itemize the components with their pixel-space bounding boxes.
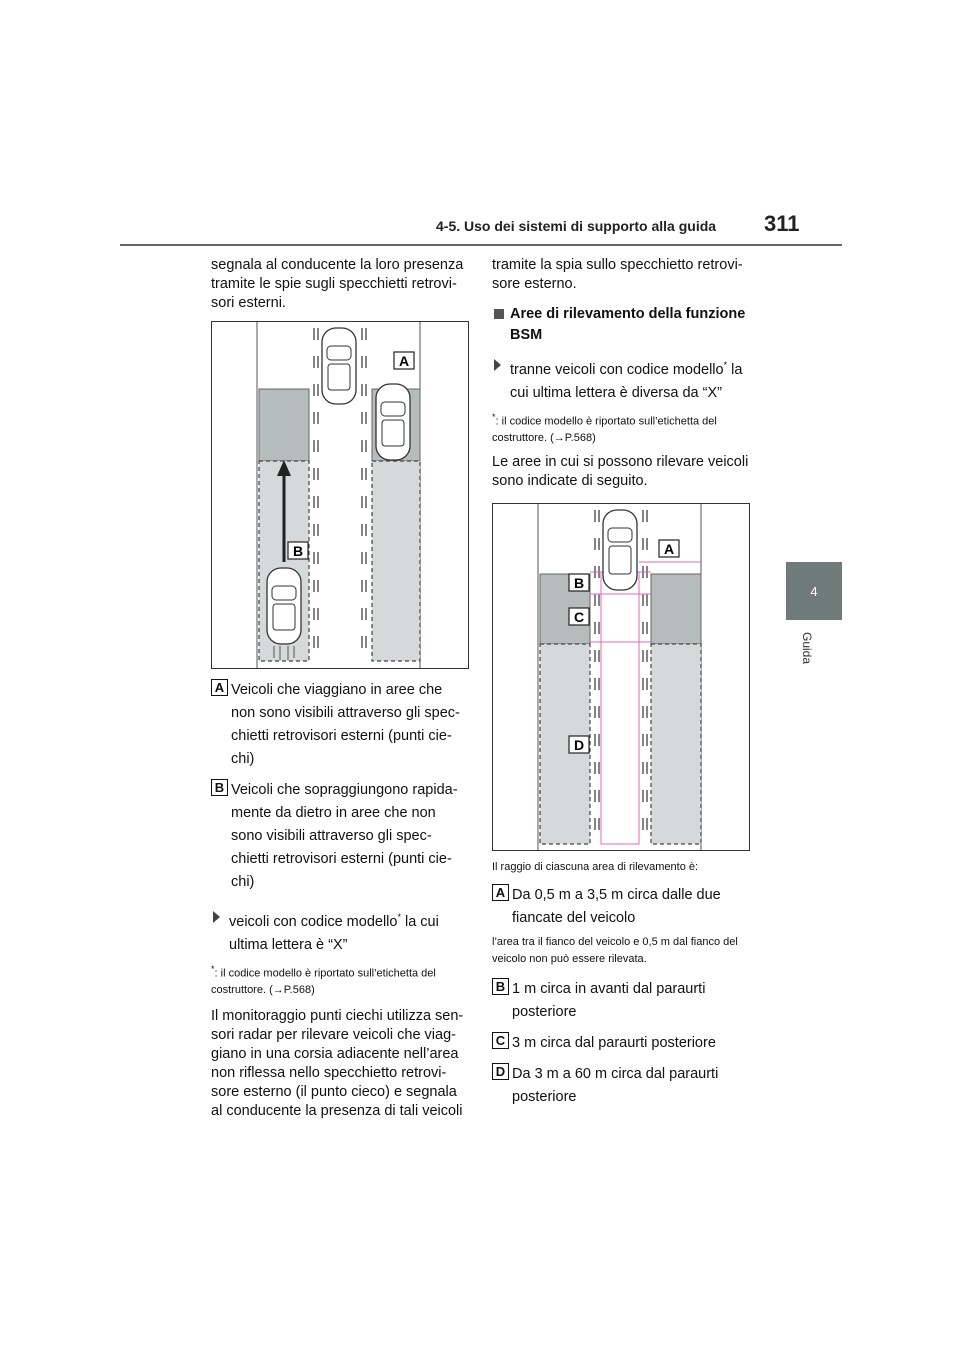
own-car xyxy=(602,509,638,592)
def-a-note: l’area tra il fianco del veicolo e 0,5 m… xyxy=(492,936,738,966)
car-rear-approaching xyxy=(266,567,302,660)
bsm-paragraph: Il monitoraggio punti ciechi utilizza se… xyxy=(211,1008,464,1120)
detection-areas-figure: A B C D xyxy=(492,503,750,852)
header-rule xyxy=(120,244,842,246)
def-a-text: Da 0,5 m a 3,5 m circa dalle due fiancat… xyxy=(512,887,721,927)
def-a: A Veicoli che viaggiano in aree che non … xyxy=(211,679,469,771)
def-a-letter: A xyxy=(211,679,228,696)
def-b-text: 1 m circa in avanti dal paraurti posteri… xyxy=(512,981,706,1021)
chapter-label: Guida xyxy=(800,632,814,665)
triangle-bullet-icon xyxy=(494,359,501,371)
def-a-text: Veicoli che viaggiano in aree che non so… xyxy=(231,682,460,767)
def-b: B Veicoli che sopraggiungono rapida-ment… xyxy=(211,779,469,894)
fig1-label-a: A xyxy=(399,353,409,369)
fig2-label-b: B xyxy=(574,575,584,591)
zone-right-far xyxy=(650,643,702,846)
right-column: tramite la spia sullo specchietto retrov… xyxy=(492,256,750,1109)
def-b-letter: B xyxy=(211,779,228,796)
def-b: B 1 m circa in avanti dal paraurti poste… xyxy=(492,978,750,1024)
def-c-letter: C xyxy=(492,1032,509,1050)
continued-text: tramite la spia sullo specchietto retrov… xyxy=(492,257,743,292)
chapter-tab[interactable]: 4 xyxy=(786,562,842,620)
triangle-bullet-icon xyxy=(213,911,220,923)
car-front-center xyxy=(321,327,357,405)
fig2-label-c: C xyxy=(574,609,584,625)
areas-paragraph: Le aree in cui si possono rilevare veico… xyxy=(492,454,749,490)
def-c-text: 3 m circa dal paraurti posteriore xyxy=(512,1035,716,1052)
blind-spot-figure: A B xyxy=(211,321,469,669)
def-d-text: Da 3 m a 60 m circa dal paraurti posteri… xyxy=(512,1066,719,1106)
footnote: *: il codice modello è riportato sull’et… xyxy=(492,411,717,445)
figure-caption: Il raggio di ciascuna area di rilevament… xyxy=(492,861,699,874)
footnote: *: il codice modello è riportato sull’et… xyxy=(211,963,436,997)
left-column: segnala al conducente la loro presenza t… xyxy=(211,256,469,1121)
def-d: D Da 3 m a 60 m circa dal paraurti poste… xyxy=(492,1063,750,1109)
model-bullet: tranne veicoli con codice modello* la cu… xyxy=(492,354,750,405)
blind-spot-diagram: A B xyxy=(256,322,421,668)
square-bullet-icon xyxy=(494,309,504,319)
def-b-text: Veicoli che sopraggiungono rapida-mente … xyxy=(231,782,458,890)
def-a-letter: A xyxy=(492,884,509,902)
page-number: 311 xyxy=(764,211,800,236)
zone-right-near xyxy=(650,573,702,645)
detection-areas-diagram: A B C D xyxy=(537,504,702,851)
fig2-label-a: A xyxy=(664,541,674,557)
def-a: A Da 0,5 m a 3,5 m circa dalle due fianc… xyxy=(492,884,750,930)
model-bullet: veicoli con codice modello* la cui ultim… xyxy=(211,906,469,957)
approach-zone-right xyxy=(371,460,421,662)
running-header-section: 4-5. Uso dei sistemi di supporto alla gu… xyxy=(436,218,717,234)
def-b-letter: B xyxy=(492,978,509,996)
def-c: C 3 m circa dal paraurti posteriore xyxy=(492,1032,750,1055)
fig2-label-d: D xyxy=(574,737,584,753)
intro-text: segnala al conducente la loro presenza t… xyxy=(211,257,464,311)
blind-zone-left xyxy=(258,388,310,462)
section-heading: Aree di rilevamento della funzione BSM xyxy=(492,304,750,346)
approach-arrow xyxy=(277,460,291,562)
fig1-label-b: B xyxy=(293,543,303,559)
car-right-blind-spot xyxy=(375,383,411,461)
def-d-letter: D xyxy=(492,1063,509,1081)
